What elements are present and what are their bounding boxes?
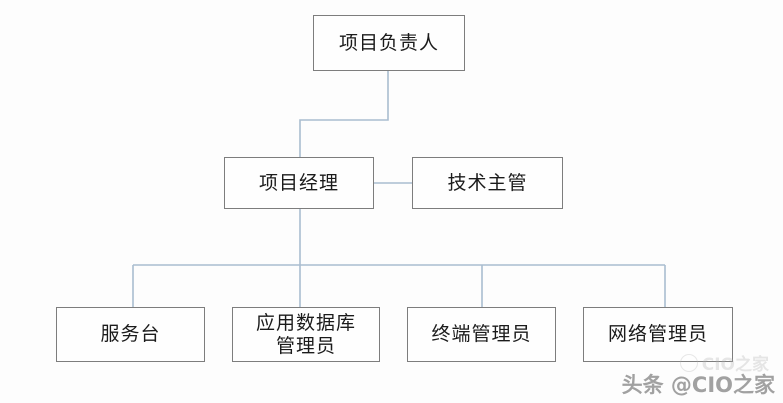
node-technical-director-label: 技术主管 <box>447 171 528 194</box>
node-database-admin[interactable]: 应用数据库 管理员 <box>232 307 380 362</box>
node-project-leader[interactable]: 项目负责人 <box>313 15 465 71</box>
node-terminal-admin[interactable]: 终端管理员 <box>407 307 556 362</box>
node-project-manager[interactable]: 项目经理 <box>224 157 374 209</box>
node-service-desk-label: 服务台 <box>100 323 161 346</box>
node-database-admin-label: 应用数据库 管理员 <box>255 312 356 357</box>
node-project-leader-label: 项目负责人 <box>338 31 439 54</box>
node-technical-director[interactable]: 技术主管 <box>412 157 563 209</box>
node-service-desk[interactable]: 服务台 <box>56 307 205 362</box>
node-project-manager-label: 项目经理 <box>258 171 339 194</box>
node-terminal-admin-label: 终端管理员 <box>431 323 532 346</box>
node-network-admin-label: 网络管理员 <box>607 323 708 346</box>
node-network-admin[interactable]: 网络管理员 <box>583 307 733 362</box>
edge-top-to-project-manager <box>299 71 389 157</box>
